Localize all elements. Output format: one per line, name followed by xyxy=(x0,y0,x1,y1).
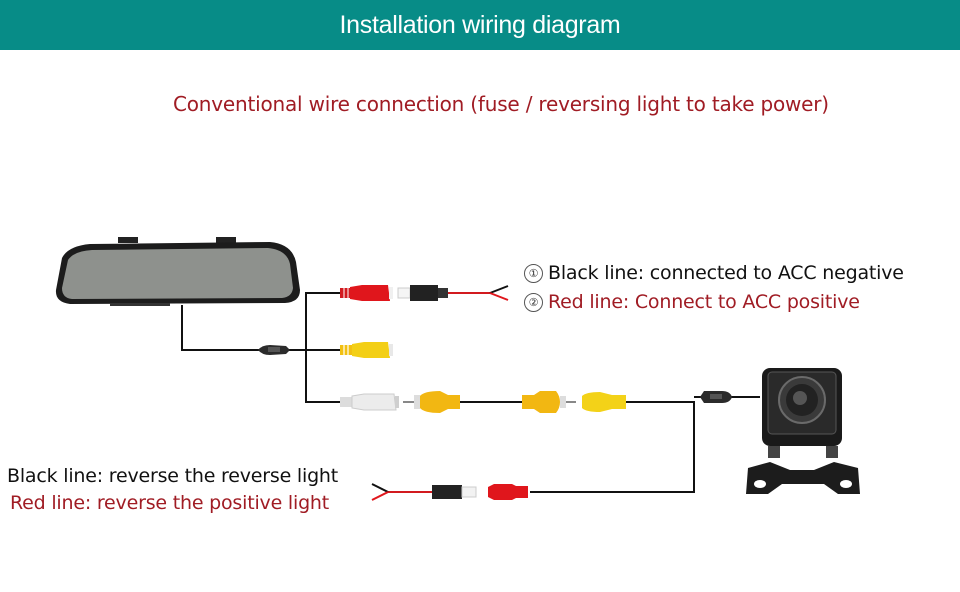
acc-note-black: ① Black line: connected to ACC negative xyxy=(524,262,904,284)
mirror-mount-tab-left xyxy=(118,237,138,243)
acc-note-red-text: Red line: Connect to ACC positive xyxy=(548,291,860,313)
reverse-note-black: Black line: reverse the reverse light xyxy=(7,465,339,487)
dc-power-plug xyxy=(397,285,448,301)
acc-note-black-text: Black line: connected to ACC negative xyxy=(548,262,904,284)
red-power-rca xyxy=(340,285,393,301)
acc-wires xyxy=(448,285,509,301)
subtitle: Conventional wire connection (fuse / rev… xyxy=(173,92,829,116)
backup-camera xyxy=(746,368,860,494)
number-badge-1: ① xyxy=(524,263,543,283)
acc-note-red: ② Red line: Connect to ACC positive xyxy=(524,291,860,313)
page-title: Installation wiring diagram xyxy=(339,10,621,39)
camera-inline-connector xyxy=(700,391,732,403)
reverse-note-red: Red line: reverse the positive light xyxy=(10,492,330,514)
mirror-monitor xyxy=(55,237,300,306)
camera-cable xyxy=(530,396,760,493)
mirror-screen xyxy=(62,248,293,299)
red-power-plug xyxy=(371,483,528,501)
mirror-mount-tab-right xyxy=(216,237,236,243)
yellow-video-rca xyxy=(340,342,393,358)
number-badge-2: ② xyxy=(524,292,543,312)
header-bar: Installation wiring diagram xyxy=(0,0,960,50)
monitor-inline-connector xyxy=(258,345,290,355)
yellow-extension-cable xyxy=(403,391,695,413)
white-rca xyxy=(340,393,399,411)
